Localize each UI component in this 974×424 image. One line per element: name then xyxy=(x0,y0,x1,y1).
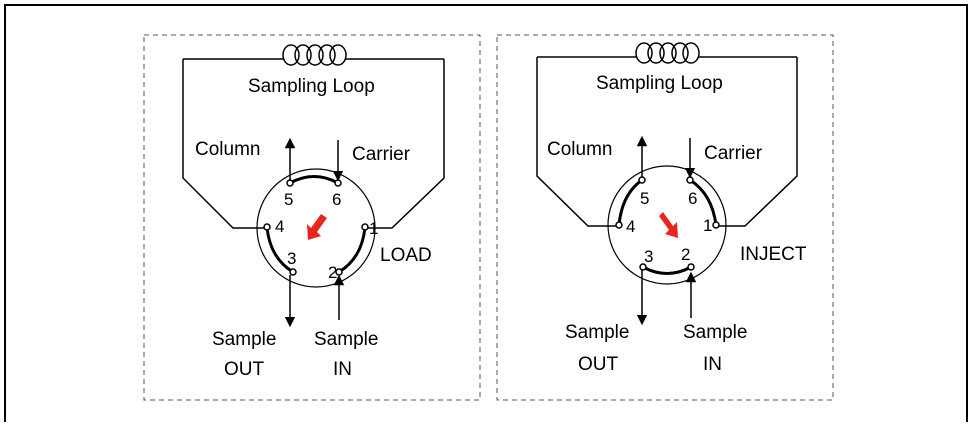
sampling-loop-label: Sampling Loop xyxy=(248,76,375,97)
sampling-loop-coil-icon xyxy=(183,44,444,66)
valve-body xyxy=(607,165,727,285)
port-label-5: 5 xyxy=(640,189,649,208)
port-label-4: 4 xyxy=(275,217,284,236)
rotation-arrow-icon xyxy=(659,212,678,238)
port-label-6: 6 xyxy=(688,189,697,208)
loop-tube-left xyxy=(536,57,618,227)
port-label-2: 2 xyxy=(681,245,690,264)
sample-in-label-line1: Sample xyxy=(314,329,378,350)
port-label-2: 2 xyxy=(328,263,337,282)
mode-label: LOAD xyxy=(380,245,432,266)
port-label-1: 1 xyxy=(369,219,378,238)
mode-label: INJECT xyxy=(740,244,807,265)
loop-tube-left xyxy=(182,59,266,229)
column-label: Column xyxy=(195,139,260,160)
sample-out-label-line1: Sample xyxy=(212,329,276,350)
sampling-loop-coil-icon xyxy=(537,42,797,64)
channel-1-2 xyxy=(338,226,367,274)
loop-tube-right xyxy=(717,57,798,227)
column-label: Column xyxy=(547,139,612,160)
port-label-6: 6 xyxy=(332,190,341,209)
inject-panel-border xyxy=(496,34,834,401)
sample-in-label-line1: Sample xyxy=(683,322,747,343)
port-markers xyxy=(263,179,369,276)
channel-3-2 xyxy=(642,265,692,275)
sample-out-label-line1: Sample xyxy=(565,322,629,343)
channel-5-6 xyxy=(289,175,339,185)
channel-4-5 xyxy=(617,178,643,226)
port-label-4: 4 xyxy=(626,217,635,236)
port-label-1: 1 xyxy=(703,216,712,235)
port-markers xyxy=(615,176,720,271)
valve-body xyxy=(256,168,376,288)
channel-6-1 xyxy=(689,178,718,226)
outer-frame xyxy=(4,4,968,422)
sample-out-label-line2: OUT xyxy=(578,354,619,375)
sample-in-label-line2: IN xyxy=(333,359,352,380)
sample-out-label-line2: OUT xyxy=(224,359,265,380)
load-panel-border xyxy=(143,34,481,401)
port-label-3: 3 xyxy=(644,247,653,266)
sample-in-label-line2: IN xyxy=(703,354,722,375)
port-label-5: 5 xyxy=(284,190,293,209)
carrier-label: Carrier xyxy=(352,144,411,165)
carrier-label: Carrier xyxy=(704,143,763,164)
rotation-arrow-icon xyxy=(307,214,327,240)
port-label-3: 3 xyxy=(287,249,296,268)
inject-panel: 1 2 3 4 5 6 Sampling Loop Column Carrier… xyxy=(496,34,834,401)
loop-tube-right xyxy=(366,59,445,229)
load-panel: 1 2 3 4 5 6 Sampling Loop Column Carrier… xyxy=(143,34,481,401)
channel-4-3 xyxy=(265,226,294,274)
sampling-loop-label: Sampling Loop xyxy=(596,73,723,94)
